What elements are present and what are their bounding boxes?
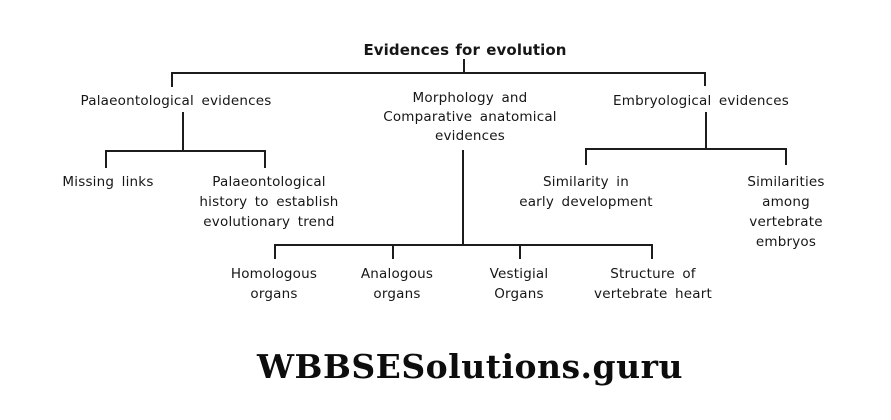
connector-line [585, 148, 587, 165]
leaf-node-palaeontological-history: Palaeontological history to establish ev… [199, 174, 339, 230]
connector-line [182, 112, 184, 152]
connector-line [274, 244, 653, 246]
connector-line [105, 150, 107, 168]
connector-line [274, 244, 276, 259]
connector-line [651, 244, 653, 259]
leaf-node-vestigial-organs: Vestigial Organs [489, 266, 549, 302]
branch-node-palaeontological-evidences: Palaeontological evidences [80, 93, 272, 109]
leaf-node-homologous-organs: Homologous organs [230, 266, 318, 302]
connector-line [705, 112, 707, 150]
leaf-node-structure-of-vertebrate-heart: Structure of vertebrate heart [594, 266, 712, 302]
watermark-text: WBBSESolutions.guru [257, 347, 683, 386]
branch-node-embryological-evidences: Embryological evidences [613, 93, 789, 109]
connector-line [785, 148, 787, 165]
branch-node-morphology-comparative-anatomical: Morphology and Comparative anatomical ev… [383, 90, 557, 144]
leaf-node-missing-links: Missing links [62, 174, 154, 190]
root-node-evidences-for-evolution: Evidences for evolution [363, 41, 567, 59]
connector-line [704, 72, 706, 86]
connector-line [171, 72, 173, 87]
connector-line [171, 72, 706, 74]
leaf-node-analogous-organs: Analogous organs [360, 266, 434, 302]
connector-line [105, 150, 266, 152]
connector-line [392, 244, 394, 259]
connector-line [519, 244, 521, 259]
connector-line [463, 59, 465, 73]
connector-line [462, 150, 464, 246]
leaf-node-similarities-among-vertebrate-embryos: Similarities among vertebrate embryos [747, 174, 825, 250]
connector-line [264, 150, 266, 168]
connector-line [585, 148, 787, 150]
leaf-node-similarity-in-early-development: Similarity in early development [519, 174, 653, 210]
